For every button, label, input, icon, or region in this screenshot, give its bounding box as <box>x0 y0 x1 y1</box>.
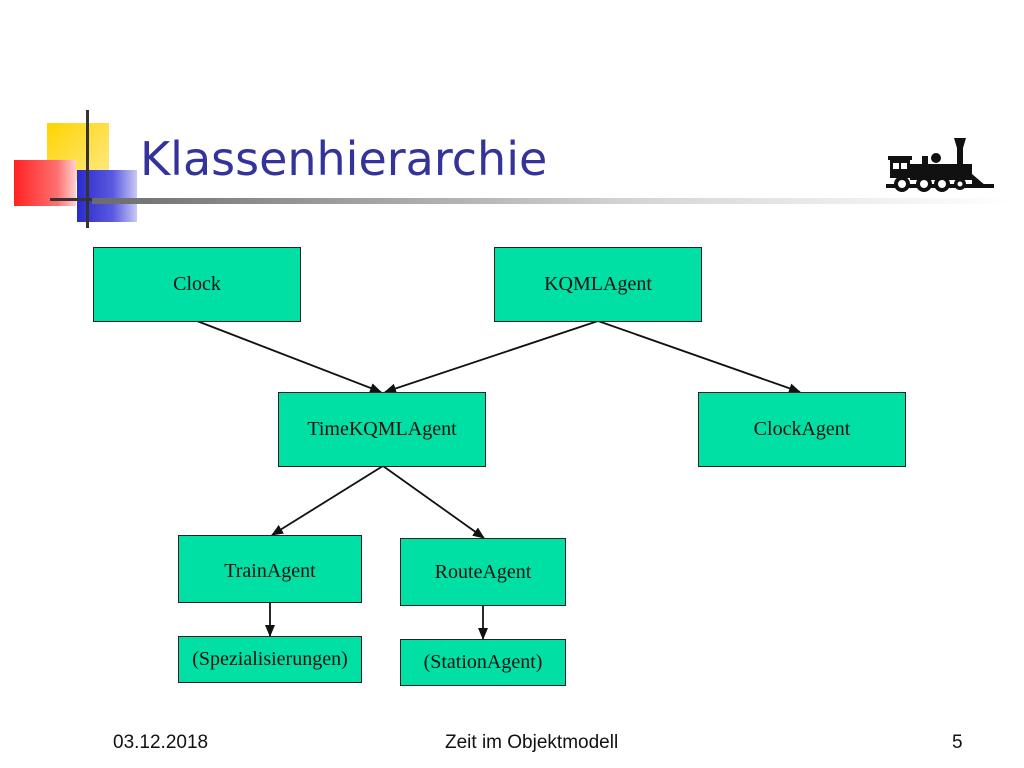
node-kqmlagent: KQMLAgent <box>494 247 702 322</box>
arrow-clock-to-timekqmlagent <box>196 320 382 393</box>
node-clockagent: ClockAgent <box>698 392 906 467</box>
node-trainagent: TrainAgent <box>178 535 362 603</box>
footer-subject: Zeit im Objektmodell <box>445 732 619 753</box>
node-spezialisierungen: (Spezialisierungen) <box>178 636 362 683</box>
node-clock: Clock <box>93 247 301 322</box>
arrow-kqmlagent-to-timekqmlagent <box>384 320 599 394</box>
arrow-kqmlagent-to-clockagent <box>597 320 801 394</box>
slide-title: Klassenhierarchie <box>140 132 548 186</box>
decor-horizontal-line <box>50 198 120 201</box>
footer-date: 03.12.2018 <box>113 732 209 753</box>
footer-page-number: 5 <box>952 732 963 753</box>
title-underline <box>92 198 1012 204</box>
locomotive-icon <box>886 138 994 192</box>
node-routeagent: RouteAgent <box>400 538 566 606</box>
node-timekqmlagent: TimeKQMLAgent <box>278 392 486 467</box>
node-stationagent: (StationAgent) <box>400 639 566 686</box>
decor-vertical-line <box>86 110 89 228</box>
arrow-timekqmlagent-to-trainagent <box>271 465 384 536</box>
arrow-timekqmlagent-to-routeagent <box>382 465 485 539</box>
